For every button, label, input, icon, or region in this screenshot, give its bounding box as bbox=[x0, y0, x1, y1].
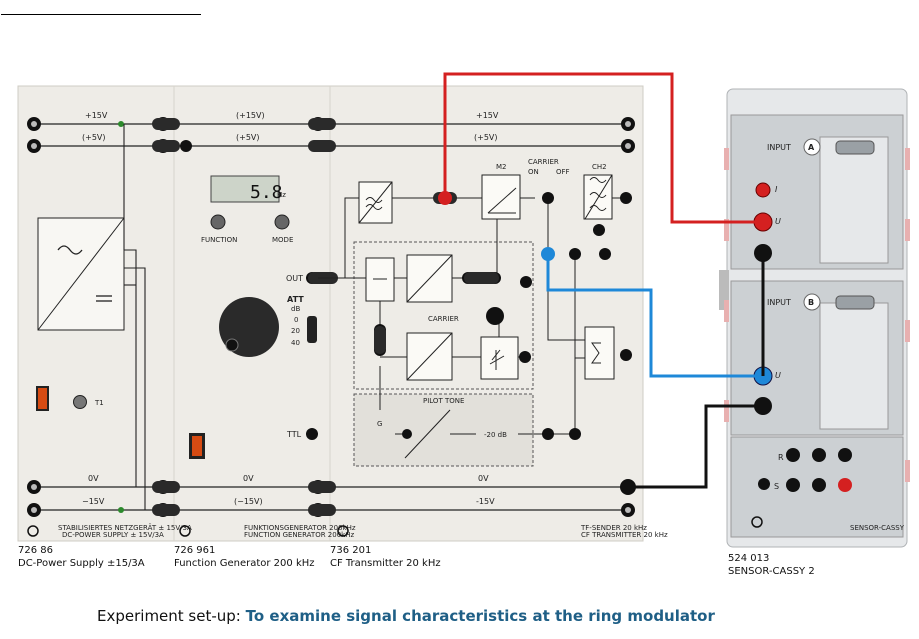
function-label: FUNCTION bbox=[201, 236, 237, 244]
t1-label: T1 bbox=[94, 399, 104, 407]
funk-en: FUNCTION GENERATOR 200kHz bbox=[244, 531, 354, 539]
rail-label-p5-plain: (+5V) bbox=[474, 133, 498, 142]
carrier-label: CARRIER bbox=[528, 158, 559, 166]
sensor-cassy-housing bbox=[719, 88, 910, 548]
pilot-tone-label: PILOT TONE bbox=[423, 397, 464, 405]
att-db-label: dB bbox=[291, 305, 300, 313]
carrier-dashed-box bbox=[353, 241, 534, 390]
module-name-1: DC-Power Supply ±15/3A bbox=[18, 558, 145, 569]
current-i-label: I bbox=[775, 185, 778, 194]
sensor-cassy-jacks bbox=[753, 182, 852, 492]
att-40: 40 bbox=[291, 339, 300, 347]
out-label: OUT bbox=[286, 274, 303, 283]
rail-label-p15: +15V bbox=[85, 111, 108, 120]
blue-plug bbox=[541, 247, 555, 261]
s-label: S bbox=[774, 482, 779, 491]
rail-label-m15-plain: -15V bbox=[476, 497, 495, 506]
tf-en: CF TRANSMITTER 20 kHz bbox=[581, 531, 668, 539]
voltage-u-label: U bbox=[775, 217, 781, 226]
module-number-3: 736 201 bbox=[330, 545, 372, 556]
black-ground-cable bbox=[628, 404, 763, 489]
frequency-unit: Hz bbox=[277, 191, 286, 199]
rail-label-m15-par: (−15V) bbox=[234, 497, 263, 506]
red-plug bbox=[438, 191, 452, 205]
rail-label-m15: −15V bbox=[82, 497, 105, 506]
top-rule bbox=[1, 14, 201, 15]
bridging-plugs bbox=[152, 118, 336, 516]
att-20: 20 bbox=[291, 327, 300, 335]
off-label: OFF bbox=[556, 168, 570, 176]
red-cable bbox=[443, 72, 763, 224]
tf-de: TF-SENDER 20 kHz bbox=[580, 524, 647, 532]
caption-prefix: Experiment set-up: bbox=[97, 607, 246, 625]
module-name-4: SENSOR-CASSY 2 bbox=[728, 566, 815, 577]
caption-title: To examine signal characteristics at the… bbox=[245, 607, 715, 625]
rail-label-p5-par: (+5V) bbox=[236, 133, 260, 142]
rail-label-p5: (+5V) bbox=[82, 133, 106, 142]
module-number-1: 726 86 bbox=[18, 545, 53, 556]
input-a-label: INPUT bbox=[767, 143, 791, 152]
generator-g-label: G bbox=[377, 420, 382, 428]
rail-label-0v-fg: 0V bbox=[243, 474, 254, 483]
input-b-label: INPUT bbox=[767, 298, 791, 307]
m2-label: M2 bbox=[496, 163, 507, 171]
mode-label: MODE bbox=[272, 236, 293, 244]
frequency-display: 5.8 bbox=[250, 182, 283, 203]
ttl-label: TTL bbox=[286, 430, 302, 439]
ld-logos bbox=[27, 516, 763, 537]
module-name-2: Function Generator 200 kHz bbox=[174, 558, 315, 569]
rail-label-p15-par: (+15V) bbox=[236, 111, 265, 120]
on-label: ON bbox=[528, 168, 539, 176]
ch2-label: CH2 bbox=[592, 163, 607, 171]
figure-caption: Experiment set-up: To examine signal cha… bbox=[97, 607, 715, 625]
module-name-3: CF Transmitter 20 kHz bbox=[330, 558, 441, 569]
black-plug bbox=[620, 479, 636, 495]
module-number-4: 524 013 bbox=[728, 553, 770, 564]
att-0: 0 bbox=[294, 316, 298, 324]
channel-a: A bbox=[808, 143, 815, 152]
stab-en: DC-POWER SUPPLY ± 15V/3A bbox=[62, 531, 164, 539]
block-symbols bbox=[358, 174, 613, 459]
funk-de: FUNKTIONSGENERATOR 200kHz bbox=[244, 524, 356, 532]
pilot-dashed-box bbox=[353, 393, 534, 467]
cassy-name-label: SENSOR-CASSY bbox=[850, 524, 905, 532]
module-number-2: 726 961 bbox=[174, 545, 216, 556]
function-generator bbox=[189, 175, 338, 459]
rail-label-p15-plain: +15V bbox=[476, 111, 499, 120]
stab-de: STABILISIERTES NETZGERÄT ± 15V/3A bbox=[58, 523, 192, 532]
rail-label-0v-tx: 0V bbox=[478, 474, 489, 483]
carrier-mid-label: CARRIER bbox=[428, 315, 459, 323]
power-supply-block bbox=[36, 124, 146, 510]
blue-cable bbox=[546, 254, 763, 378]
channel-b: B bbox=[808, 298, 814, 307]
voltage-u2-label: U bbox=[775, 371, 781, 380]
att-label: ATT bbox=[287, 295, 304, 304]
rail-label-0v: 0V bbox=[88, 474, 99, 483]
minus20-label: -20 dB bbox=[484, 431, 507, 439]
r-label: R bbox=[778, 453, 784, 462]
